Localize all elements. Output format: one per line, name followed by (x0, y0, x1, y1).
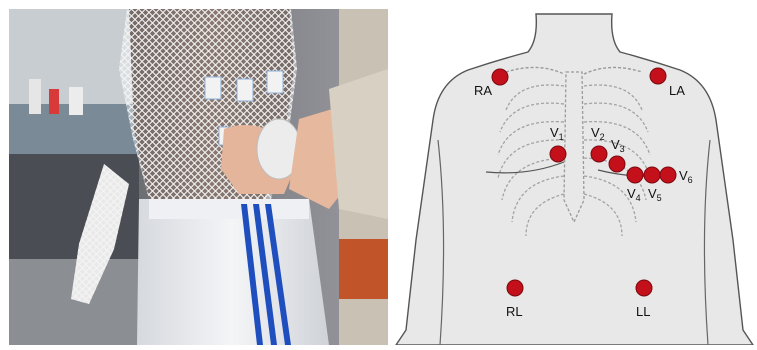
torso-silhouette (396, 14, 753, 345)
electrode-la (650, 68, 666, 84)
electrode-v6 (660, 167, 676, 183)
patient-photo (9, 9, 388, 345)
patient-photo-illustration (9, 9, 388, 345)
electrode-label-ll: LL (636, 304, 650, 319)
electrode-v1 (550, 146, 566, 162)
electrode-ra (492, 69, 508, 85)
electrode-v5 (644, 167, 660, 183)
electrode-ll (636, 280, 652, 296)
electrode-label-la: LA (669, 83, 685, 98)
electrode-label-ra: RA (474, 83, 492, 98)
electrode-label-rl: RL (506, 304, 523, 319)
electrode-rl (507, 280, 523, 296)
electrode-v2 (591, 146, 607, 162)
electrode-v3 (609, 156, 625, 172)
electrode-v4 (627, 167, 643, 183)
